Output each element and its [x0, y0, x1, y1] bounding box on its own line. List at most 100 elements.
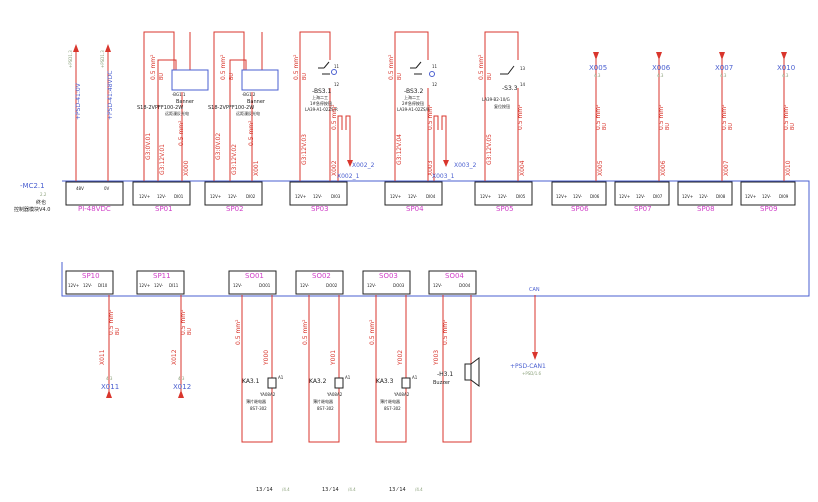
sp01-wiring: G3:0V.01 G3:12V.01 X000	[143, 31, 209, 181]
svg-text:-BG1.1: -BG1.1	[172, 92, 186, 97]
relay-ka3-1: Y000 0.5 mm² KA3.1 A1 YA08A2 薄片继电器 8S7-3…	[235, 295, 284, 443]
svg-text:Buzzer: Buzzer	[433, 380, 451, 386]
output-x007: X007 4.3 X007	[715, 52, 733, 181]
wire-specs-top: 0.5 mm² 0.5 mm² 0.5 mm² 0.5 mm² 0.5 mm² …	[150, 54, 796, 146]
svg-text:12V-: 12V-	[573, 194, 583, 199]
svg-text:BU: BU	[229, 73, 235, 80]
svg-text:X002_1: X002_1	[337, 173, 360, 180]
svg-text:X011: X011	[101, 383, 119, 391]
svg-text:12V-: 12V-	[699, 194, 709, 199]
svg-text:12V-: 12V-	[83, 283, 93, 288]
svg-text:12V-: 12V-	[762, 194, 772, 199]
svg-text:BU: BU	[728, 123, 734, 130]
svg-text:YA08A2: YA08A2	[259, 392, 276, 397]
svg-text:-BS3.2: -BS3.2	[404, 88, 423, 95]
svg-text:YA08A2: YA08A2	[393, 392, 410, 397]
svg-text:SP10: SP10	[82, 272, 100, 280]
svg-text:12V-: 12V-	[233, 283, 243, 288]
svg-text:0.5 mm²: 0.5 mm²	[388, 54, 395, 80]
svg-text:12V-: 12V-	[157, 194, 167, 199]
svg-text:X010: X010	[785, 160, 792, 176]
switch-s3-3: 13 14 -S3.3 LA39-B2-10/G 复位按钮	[482, 65, 526, 109]
block-sp09: 12V+ 12V- DI09 SP09	[740, 181, 796, 213]
svg-text:13: 13	[520, 66, 526, 71]
svg-text:YA08A2: YA08A2	[326, 392, 343, 397]
svg-text:12: 12	[334, 82, 340, 87]
block-sp04: 12V+ 12V- DI04 SP04	[384, 181, 443, 213]
module-line3: 控制器模块V4.0	[14, 206, 50, 213]
can-link: CAN +PSD-CAN1 +PSD/1.6	[510, 287, 546, 376]
svg-text:DI02: DI02	[246, 194, 256, 199]
svg-text:12V+: 12V+	[139, 283, 150, 288]
svg-text:0.5 mm²: 0.5 mm²	[220, 54, 227, 80]
svg-text:12V+: 12V+	[139, 194, 150, 199]
svg-text:DI10: DI10	[98, 283, 108, 288]
svg-text:SP03: SP03	[311, 205, 329, 213]
svg-text:-S3.3: -S3.3	[502, 85, 518, 92]
svg-text:S18-2VPFF100-2W: S18-2VPFF100-2W	[137, 105, 183, 111]
svg-text:-H3.1: -H3.1	[437, 371, 453, 378]
svg-text:X007: X007	[723, 160, 730, 176]
switch-bs3-1: 11 12 -BS3.1 上海二工 1#急停按钮 LA39-A1-02ZS/R	[305, 61, 340, 112]
svg-text:PI-48VDC: PI-48VDC	[78, 205, 111, 213]
svg-text:0.5 mm²: 0.5 mm²	[517, 104, 524, 130]
svg-text:BU: BU	[602, 123, 608, 130]
svg-text:12V-: 12V-	[367, 283, 377, 288]
svg-text:4.3: 4.3	[720, 73, 727, 78]
svg-text:X003_1: X003_1	[432, 173, 455, 180]
svg-text:上海二工: 上海二工	[312, 94, 328, 100]
svg-text:SP02: SP02	[226, 205, 244, 213]
svg-text:Y001: Y001	[330, 350, 337, 366]
svg-text:0.5 mm²: 0.5 mm²	[658, 104, 665, 130]
block-sp06: 12V+ 12V- DI06 SP06	[551, 181, 607, 213]
svg-text:X002: X002	[331, 160, 338, 176]
svg-text:4.3: 4.3	[782, 73, 789, 78]
svg-text:X012: X012	[171, 349, 178, 365]
svg-text:Y002: Y002	[397, 350, 404, 366]
svg-text:BU: BU	[397, 73, 403, 80]
svg-text:X005: X005	[597, 160, 604, 176]
svg-text:-BS3.1: -BS3.1	[312, 88, 331, 95]
svg-text:+PSD-41:0V: +PSD-41:0V	[75, 82, 82, 120]
block-so03: 12V- DO03 SO03	[362, 270, 411, 295]
block-sp01: 12V+ 12V- DI01 SP01	[132, 181, 191, 213]
svg-text:远距漫反光电: 远距漫反光电	[165, 110, 189, 116]
svg-text:DI05: DI05	[516, 194, 526, 199]
svg-text:薄片继电器: 薄片继电器	[313, 398, 333, 404]
svg-text:14: 14	[520, 82, 526, 87]
svg-text:0.5 mm²: 0.5 mm²	[302, 319, 309, 345]
svg-text:12V-: 12V-	[433, 283, 443, 288]
block-sp11: 12V+ 12V- DI11 SP11	[136, 270, 185, 295]
svg-text:SO02: SO02	[312, 272, 331, 280]
svg-text:G3:12V.02: G3:12V.02	[231, 144, 238, 175]
svg-text:0.5 mm²: 0.5 mm²	[331, 104, 338, 130]
svg-text:1#急停按钮: 1#急停按钮	[310, 100, 332, 106]
svg-text:SP01: SP01	[155, 205, 173, 213]
svg-text:0V: 0V	[104, 186, 110, 191]
svg-text:SP06: SP06	[571, 205, 589, 213]
svg-text:KA3.2: KA3.2	[309, 378, 327, 385]
relay-ka3-2: Y001 0.5 mm² KA3.2 A1 YA08A2 薄片继电器 8S7-3…	[302, 295, 351, 443]
svg-text:X003: X003	[427, 160, 434, 176]
svg-text:BU: BU	[790, 123, 796, 130]
svg-text:4.3: 4.3	[106, 376, 113, 381]
block-pi-48vdc: 48V 0V PI-48VDC	[65, 181, 124, 213]
svg-text:12V-: 12V-	[300, 283, 310, 288]
svg-text:G3:12V.05: G3:12V.05	[486, 134, 493, 165]
svg-text:DI03: DI03	[331, 194, 341, 199]
svg-text:S18-2VPFF100-2W: S18-2VPFF100-2W	[208, 105, 254, 111]
svg-text:G3:12V.03: G3:12V.03	[301, 134, 308, 165]
svg-text:/4.4: /4.4	[282, 487, 290, 492]
svg-text:12V+: 12V+	[68, 283, 79, 288]
svg-text:12V+: 12V+	[745, 194, 756, 199]
svg-text:DI11: DI11	[169, 283, 179, 288]
svg-text:8S7-302: 8S7-302	[384, 406, 401, 411]
relay-ka3-3: Y002 0.5 mm² KA3.3 A1 YA08A2 薄片继电器 8S7-3…	[369, 295, 418, 443]
svg-text:12V-: 12V-	[154, 283, 164, 288]
output-x006: X006 4.3 X006	[652, 52, 671, 181]
svg-text:0.5 mm²: 0.5 mm²	[178, 120, 185, 146]
svg-text:0.5 mm²: 0.5 mm²	[180, 309, 187, 335]
svg-text:DI07: DI07	[653, 194, 663, 199]
svg-text:SP04: SP04	[406, 205, 424, 213]
